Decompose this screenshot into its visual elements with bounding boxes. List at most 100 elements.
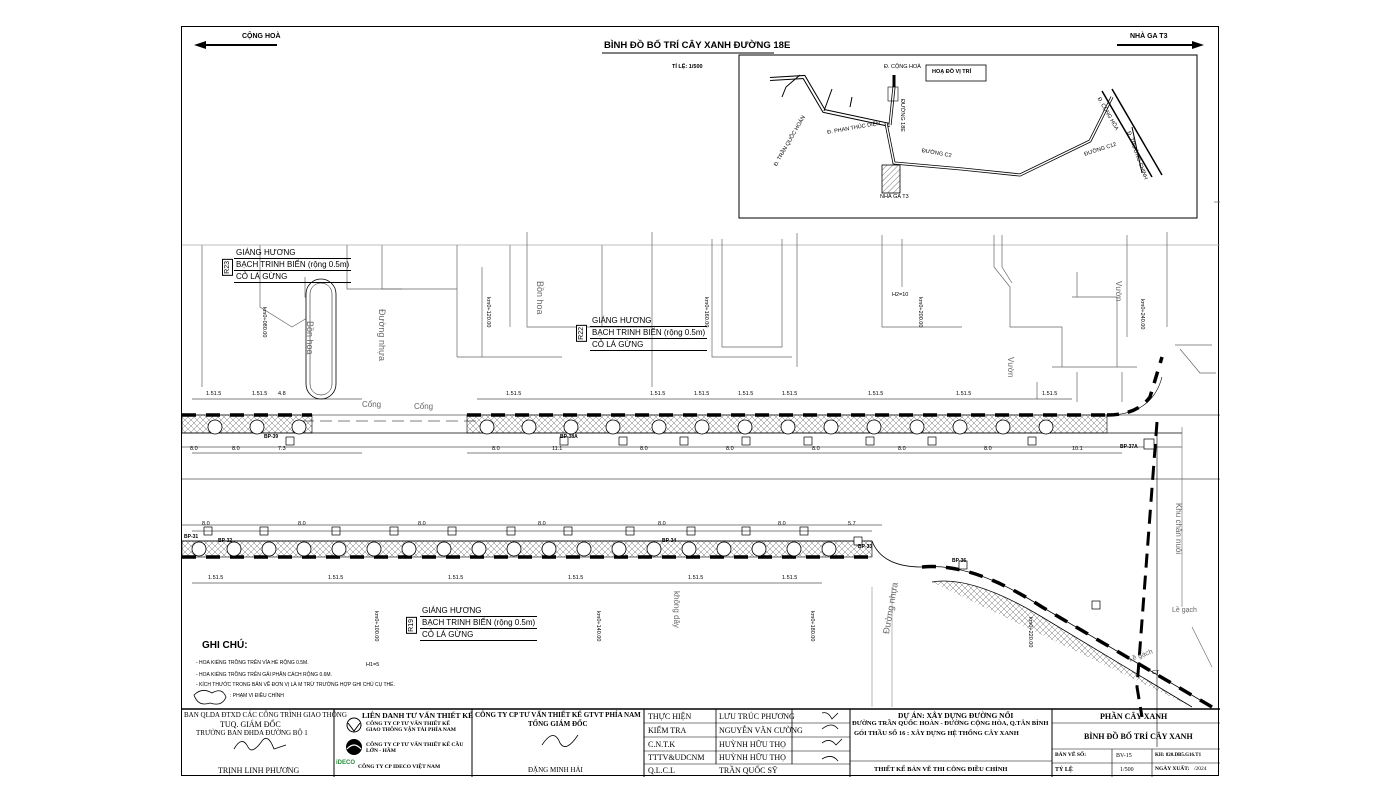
station-label: km0+220.00 bbox=[1027, 617, 1033, 648]
project-stage: THIẾT KẾ BẢN VẼ THI CÔNG ĐIỀU CHỈNH bbox=[874, 766, 1008, 773]
dim-spacing: 8.0 bbox=[640, 446, 648, 452]
station-label: km0+120.00 bbox=[485, 297, 491, 328]
station-label: km0+240.00 bbox=[1139, 299, 1145, 330]
project-route: ĐƯỜNG TRẦN QUỐC HOÀN - ĐƯỜNG CỘNG HÒA, Q… bbox=[852, 720, 1049, 727]
location-map bbox=[738, 54, 1198, 219]
tedi-position: TỔNG GIÁM ĐỐC bbox=[528, 720, 588, 728]
plant-tag-r23: R23 bbox=[222, 259, 233, 276]
note-item: - HOA KIỂNG TRỒNG TRÊN VỈA HÈ RỘNG 0.5M. bbox=[196, 660, 309, 666]
map-label-cong-hoa: Đ. CỘNG HOÀ bbox=[884, 64, 921, 70]
note-item: - KÍCH THƯỚC TRONG BẢN VẼ ĐƠN VỊ LÀ M TR… bbox=[196, 682, 395, 688]
title-block-grid bbox=[182, 708, 1220, 777]
bridge-tunnel-logo-icon bbox=[346, 739, 362, 755]
dim-pit: 1.51.5 bbox=[328, 575, 344, 581]
dim-57: 5.7 bbox=[848, 521, 856, 527]
role-label: Q.L.C.L bbox=[648, 766, 675, 775]
trees-upper bbox=[207, 419, 1054, 435]
plant-group-r19: GIÁNG HƯƠNG BẠCH TRINH BIỂN (rộng 0.5m) … bbox=[420, 606, 538, 641]
dim-pit: 1.51.5 bbox=[956, 391, 972, 397]
sheet-no-label: BẢN VẼ SỐ: bbox=[1055, 752, 1087, 758]
pit-label: BP-36 bbox=[952, 558, 967, 564]
dim-spacing: 8.0 bbox=[418, 521, 426, 527]
dim-pit: 1.51.5 bbox=[506, 391, 522, 397]
drawing-title: BÌNH ĐỒ BỐ TRÍ CÂY XANH bbox=[1084, 732, 1193, 741]
plant-group-r22: GIÁNG HƯƠNG BẠCH TRINH BIỂN (rộng 0.5m) … bbox=[590, 316, 708, 351]
adjustment-range-icon bbox=[193, 690, 227, 705]
scale-label: TỈ LỆ: 1/500 bbox=[672, 64, 703, 70]
dim-pit: 1.51.5 bbox=[448, 575, 464, 581]
role-label: THỰC HIỆN bbox=[648, 712, 692, 721]
area-label-vuon: Vườn bbox=[1114, 281, 1123, 302]
dim-pit: 1.51.5 bbox=[1042, 391, 1058, 397]
arrow-left-label: CỘNG HOÀ bbox=[242, 33, 281, 40]
station-label: km0+160.00 bbox=[703, 297, 709, 328]
consortium-member: CÔNG TY CP TƯ VẤN THIẾT KẾ CẦU LỚN - HẦM bbox=[366, 742, 464, 754]
role-name: LƯU TRÚC PHƯƠNG bbox=[719, 712, 795, 721]
notes-title: GHI CHÚ: bbox=[202, 640, 248, 651]
area-label-bon-hoa: Bồn hoa bbox=[305, 321, 315, 355]
sheet-no: BV-15 bbox=[1116, 753, 1132, 759]
dim-spacing: 8.0 bbox=[492, 446, 500, 452]
station-label: km0+100.00 bbox=[373, 611, 379, 642]
consortium-title: LIÊN DANH TƯ VẤN THIẾT KẾ bbox=[362, 711, 474, 720]
station-label: km0+180.00 bbox=[809, 611, 815, 642]
dim-pit: 1.51.5 bbox=[868, 391, 884, 397]
date-label: NGÀY XUẤT: bbox=[1155, 766, 1190, 772]
area-label-le-gach: Lề gạch bbox=[1172, 607, 1197, 614]
page-title: BÌNH ĐỒ BỐ TRÍ CÂY XANH ĐƯỜNG 18E bbox=[604, 40, 791, 51]
lower-road-strip bbox=[182, 421, 1213, 747]
dim-111: 11.1 bbox=[552, 446, 563, 452]
plant-group-r23: GIÁNG HƯƠNG BẠCH TRINH BIỂN (rộng 0.5m) … bbox=[234, 248, 352, 283]
dim-spacing: 8.0 bbox=[538, 521, 546, 527]
owner-name: BAN QLDA ĐTXD CÁC CÔNG TRÌNH GIAO THÔNG bbox=[184, 711, 347, 719]
project-package: GÓI THẦU SỐ 16 : XÂY DỰNG HỆ THỐNG CÂY X… bbox=[854, 730, 1019, 737]
role-name: TRẦN QUỐC SỸ bbox=[719, 766, 778, 775]
consortium-member: CÔNG TY CP TƯ VẤN THIẾT KẾ GIAO THÔNG VẬ… bbox=[366, 721, 456, 733]
area-label-bon-hoa: Bồn hoa bbox=[535, 281, 545, 315]
dim-pit: 1.51.5 bbox=[208, 575, 224, 581]
dim-spacing: 8.0 bbox=[778, 521, 786, 527]
plant-tag-r22: R22 bbox=[576, 325, 587, 342]
dim-spacing: 8.0 bbox=[298, 521, 306, 527]
arrow-right-icon bbox=[1117, 41, 1204, 49]
mark-ct: CT bbox=[1152, 670, 1160, 676]
dim-spacing: 8.0 bbox=[812, 446, 820, 452]
dim-pit: 1.51.5 bbox=[688, 575, 704, 581]
owner-authority: TUQ. GIÁM ĐỐC bbox=[220, 720, 281, 729]
dim-spacing: 8.0 bbox=[202, 521, 210, 527]
map-label-duong-18e: ĐƯỜNG 18E bbox=[899, 99, 905, 132]
dim-spacing: 8.0 bbox=[898, 446, 906, 452]
dim-spacing: 8.0 bbox=[984, 446, 992, 452]
pit-label: BP-38A bbox=[560, 434, 578, 440]
dim-101: 10.1 bbox=[1072, 446, 1083, 452]
tedi-logo-icon bbox=[346, 717, 362, 733]
pit-label: BP-32 bbox=[218, 538, 233, 544]
dim-pit: 1.51.5 bbox=[568, 575, 584, 581]
dim-spacing: 8.0 bbox=[232, 446, 240, 452]
scale-box-value: 1/500 bbox=[1120, 767, 1134, 773]
tedi-company: CÔNG TY CP TƯ VẤN THIẾT KẾ GTVT PHÍA NAM bbox=[475, 711, 641, 719]
arrow-left-icon bbox=[194, 41, 277, 49]
mark-h2: H2=10 bbox=[892, 292, 909, 298]
role-label: KIỂM TRA bbox=[648, 726, 687, 735]
plant-tag-r19: R19 bbox=[406, 617, 417, 634]
station-label: km0+080.00 bbox=[261, 307, 267, 338]
signature-marks bbox=[233, 712, 843, 762]
dim-48: 4.8 bbox=[278, 391, 286, 397]
role-label: TTTV&UDCNM bbox=[648, 753, 705, 762]
area-label-vuon: Vườn bbox=[1006, 357, 1015, 378]
note-item: - HOA KIỂNG TRỒNG TRÊN GẢI PHÂN CÁCH RỘN… bbox=[196, 672, 332, 678]
note-item: : PHẠM VI ĐIỀU CHỈNH bbox=[230, 693, 284, 699]
dim-pit: 1.51.5 bbox=[782, 575, 798, 581]
pit-label: BP-39 bbox=[264, 434, 279, 440]
dim-pit: 1.51.5 bbox=[206, 391, 222, 397]
area-label-cong: Cổng bbox=[414, 402, 434, 411]
owner-signer: TRỊNH LINH PHƯƠNG bbox=[218, 766, 300, 775]
mark-h1: H1=5 bbox=[366, 662, 380, 668]
tedi-signer: ĐẶNG MINH HẢI bbox=[528, 766, 583, 774]
drawing-part: PHẦN CÂY XANH bbox=[1100, 712, 1168, 721]
dim-pit: 1.51.5 bbox=[694, 391, 710, 397]
area-label-khong-day: không dây bbox=[672, 591, 681, 628]
area-label-khu-chan-nuoi: Khu chăn nuôi bbox=[1174, 503, 1183, 555]
dim-spacing: 8.0 bbox=[190, 446, 198, 452]
